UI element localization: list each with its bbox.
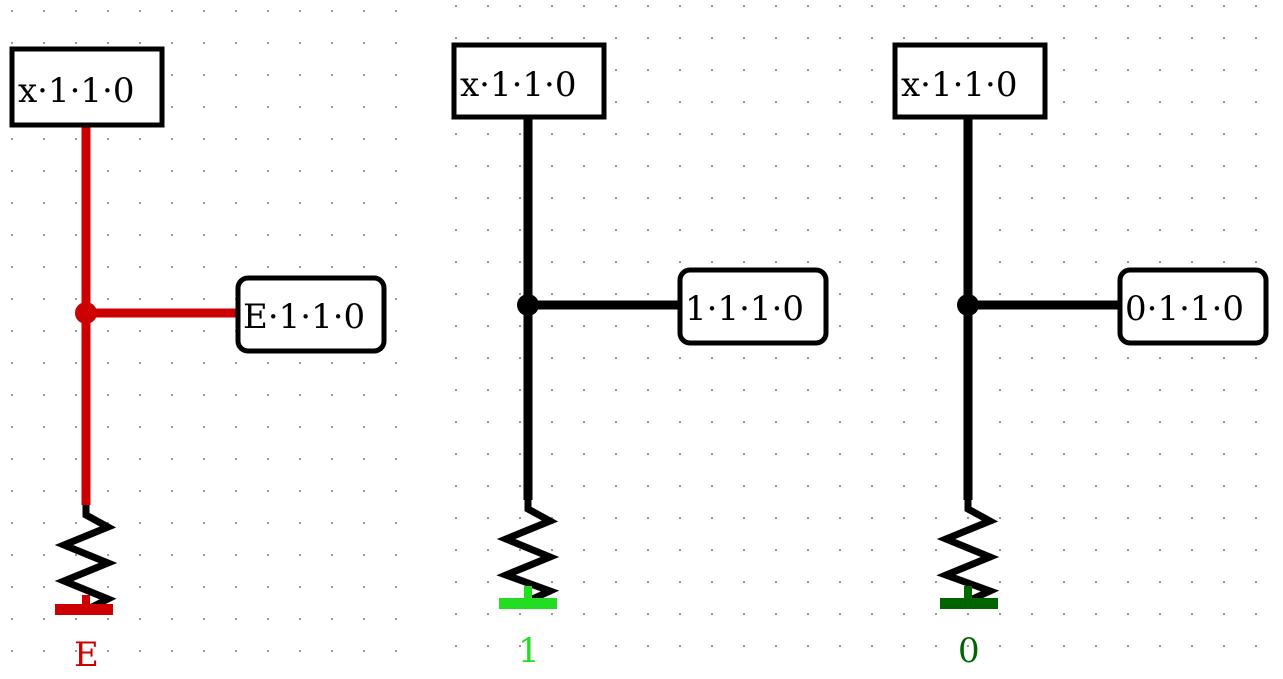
input-pin-label: x·1·1·0 — [901, 65, 1018, 105]
input-pin-box[interactable] — [451, 42, 607, 120]
junction-dot — [517, 294, 539, 316]
input-pin-label: x·1·1·0 — [460, 65, 577, 105]
circuit-1[interactable]: x·1·1·0 E·1·1·0 E — [9, 46, 387, 675]
pull-resistor — [936, 500, 1000, 605]
output-pin-label: 1·1·1·0 — [685, 289, 804, 329]
pull-value-label: 1 — [518, 631, 540, 671]
circuit-3[interactable]: x·1·1·0 0·1·1·0 0 — [892, 42, 1269, 671]
input-pin-label: x·1·1·0 — [18, 71, 135, 111]
input-pin-box[interactable] — [892, 42, 1048, 120]
output-pin-box[interactable] — [1117, 267, 1269, 346]
junction-dot — [957, 294, 979, 316]
pull-resistor — [496, 500, 560, 605]
output-pin-label: 0·1·1·0 — [1125, 289, 1244, 329]
pull-bar — [499, 598, 557, 609]
circuit-2[interactable]: x·1·1·0 1·1·1·0 1 — [451, 42, 829, 671]
junction-dot — [75, 302, 97, 324]
pull-bar — [55, 604, 113, 615]
pull-bar — [940, 598, 998, 609]
output-pin-box[interactable] — [235, 275, 387, 354]
input-pin-box[interactable] — [9, 46, 165, 128]
output-pin-label: E·1·1·0 — [243, 297, 365, 337]
output-pin-box[interactable] — [677, 267, 829, 346]
pull-resistor — [54, 505, 118, 614]
pull-value-label: 0 — [958, 631, 980, 671]
pull-value-label: E — [74, 635, 99, 675]
dot-grid — [11, 5, 1257, 652]
